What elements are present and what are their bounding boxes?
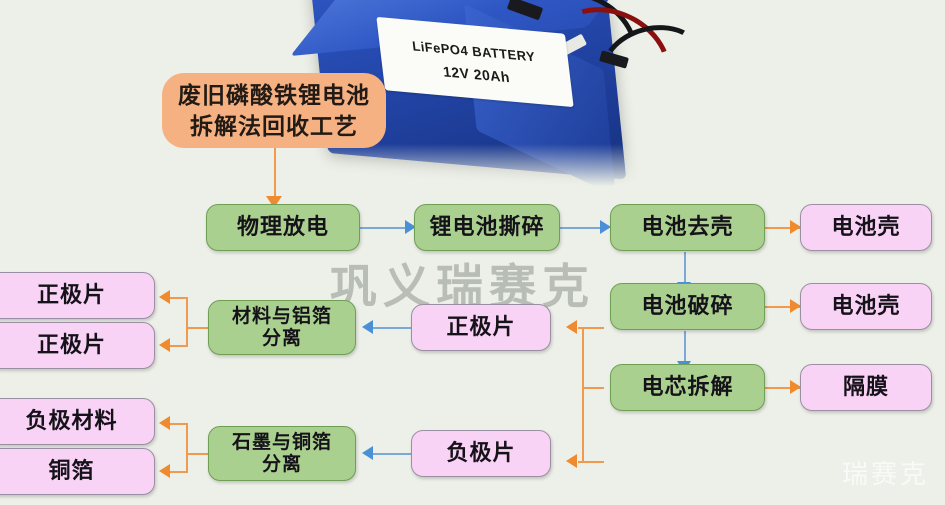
connector-cusep-stub (186, 453, 208, 455)
connector-alsep-to-out2 (170, 345, 188, 347)
node-material-al-separation-line2: 分离 (261, 327, 302, 349)
connector-decase-to-crush (684, 252, 686, 290)
node-battery-case-2[interactable]: 电池壳 (800, 283, 932, 330)
connector-decase-to-case1 (765, 227, 800, 229)
arrowhead-cusep-to-anodemat (159, 416, 170, 430)
node-physical-discharge[interactable]: 物理放电 (206, 204, 360, 251)
arrowhead-crush-to-case2 (790, 299, 801, 313)
arrowhead-shred-to-decase (600, 220, 611, 234)
node-battery-decase[interactable]: 电池去壳 (610, 204, 765, 251)
node-graphite-cu-separation-line1: 石墨与铜箔 (231, 432, 332, 454)
node-title-line2: 拆解法回收工艺 (190, 112, 358, 139)
connector-crush-to-case2 (765, 306, 800, 308)
arrowhead-cusep-to-copper (159, 464, 170, 478)
arrowhead-anode-to-cusep (362, 446, 373, 460)
arrowhead-cathode-to-alsep (362, 320, 373, 334)
node-graphite-cu-separation[interactable]: 石墨与铜箔 分离 (208, 426, 356, 481)
node-cathode-out-2[interactable]: 正极片 (0, 322, 155, 369)
node-anode-material[interactable]: 负极材料 (0, 398, 155, 445)
connector-cusep-vertical (186, 423, 188, 473)
node-material-al-separation[interactable]: 材料与铝箔 分离 (208, 300, 356, 355)
node-material-al-separation-line1: 材料与铝箔 (231, 306, 332, 328)
connector-discharge-to-shred (360, 227, 408, 229)
node-title[interactable]: 废旧磷酸铁锂电池 拆解法回收工艺 (162, 73, 386, 148)
arrowhead-alsep-to-out1 (159, 290, 170, 304)
node-cell-disassemble[interactable]: 电芯拆解 (610, 364, 765, 411)
node-cathode-sheet-center[interactable]: 正极片 (411, 304, 551, 351)
connector-cathode-to-alsep (370, 327, 415, 329)
arrowhead-cell-to-separator (790, 380, 801, 394)
arrowhead-discharge-to-shred (405, 220, 416, 234)
connector-branch-to-anode (578, 461, 604, 463)
node-title-line1: 废旧磷酸铁锂电池 (178, 81, 370, 108)
connector-branch-to-cathode (578, 327, 604, 329)
connector-cusep-to-anodemat (170, 423, 188, 425)
connector-alsep-vertical (186, 297, 188, 347)
connector-cusep-to-copper (170, 471, 188, 473)
node-cathode-out-1[interactable]: 正极片 (0, 272, 155, 319)
connector-crush-to-cell (684, 331, 686, 369)
node-graphite-cu-separation-line2: 分离 (261, 453, 302, 475)
connector-shred-to-decase (560, 227, 605, 229)
arrowhead-branch-to-anode (566, 454, 577, 468)
watermark-corner: 瑞赛克 (841, 459, 929, 489)
node-battery-crush[interactable]: 电池破碎 (610, 283, 765, 330)
connector-anode-to-cusep (370, 453, 415, 455)
photo-fade-overlay (0, 144, 945, 190)
connector-cell-branch-stub (582, 387, 604, 389)
node-copper-foil[interactable]: 铜箔 (0, 448, 155, 495)
connector-alsep-to-out1 (170, 297, 188, 299)
node-anode-sheet-center[interactable]: 负极片 (411, 430, 551, 477)
node-separator[interactable]: 隔膜 (800, 364, 932, 411)
node-battery-case-1[interactable]: 电池壳 (800, 204, 932, 251)
connector-cell-to-separator (765, 387, 800, 389)
arrowhead-decase-to-case1 (790, 220, 801, 234)
connector-title-to-discharge (274, 148, 276, 198)
node-battery-shred[interactable]: 锂电池撕碎 (414, 204, 560, 251)
connector-cell-branch-vertical (582, 327, 584, 462)
arrowhead-alsep-to-out2 (159, 338, 170, 352)
arrowhead-branch-to-cathode (566, 320, 577, 334)
connector-alsep-stub (186, 327, 208, 329)
battery-photo: LiFePO4 BATTERY 12V 20Ah (0, 0, 945, 190)
